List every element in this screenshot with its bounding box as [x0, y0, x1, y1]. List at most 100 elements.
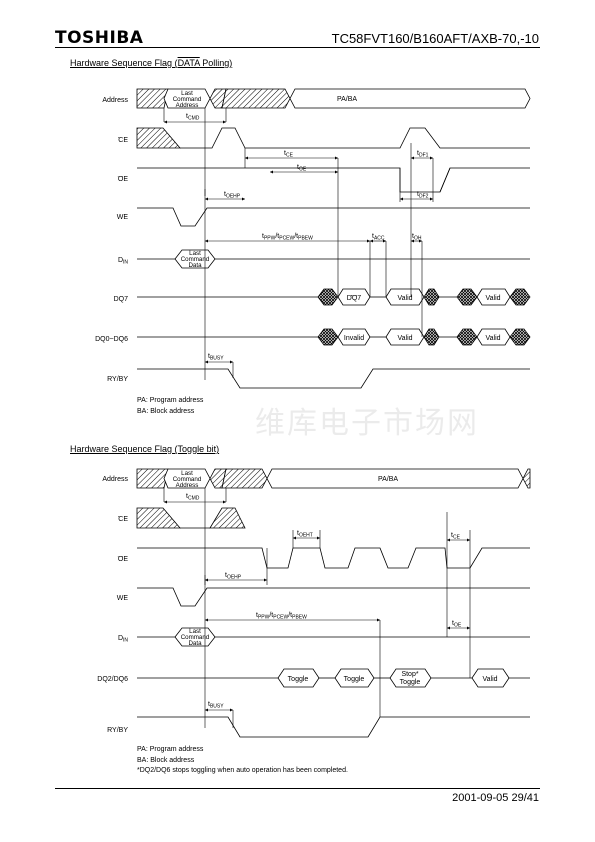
ryby-waveform: [137, 368, 530, 389]
tdf1-label: tDF1: [417, 150, 429, 159]
ce-waveform: [180, 127, 530, 149]
tppw-label: tPPW/tPCEW/tPBEW: [262, 233, 313, 242]
signal-by: BY: [119, 376, 129, 383]
ryby2-waveform: [137, 716, 530, 738]
ce2-dontcare-1: [136, 507, 181, 529]
signal2-dq2-dq6: DQ2/DQ6: [97, 676, 128, 683]
diagram2-notes: PA: Program address BA: Block address *D…: [137, 745, 348, 777]
document-id: TC58FVT160/B160AFT/AXB-70,-10: [331, 31, 539, 46]
toh-label: tOH: [412, 233, 422, 242]
watermark: 维库电子市场网: [255, 406, 479, 441]
toe-label: tOE: [297, 164, 307, 173]
note2-ba: BA: Block address: [137, 756, 195, 764]
dq26-toggle-label-2: Toggle: [344, 676, 365, 683]
addr2-dontcare-1: [136, 468, 169, 489]
diagram1-title: Hardware Sequence Flag (DATA Polling): [70, 58, 232, 68]
dq06-trans-2: [423, 328, 440, 346]
toeht-label: tOEHT: [297, 530, 313, 539]
signal-ce: CE: [118, 137, 128, 144]
dq26-toggle-label-1: Toggle: [288, 676, 309, 683]
oe2-waveform: [137, 547, 530, 569]
dq26-stop-label: Stop*: [401, 671, 418, 678]
header-rule: [55, 47, 540, 48]
page-footer: 2001-09-05 29/41: [452, 792, 539, 804]
din2-last-label: Last: [189, 628, 201, 635]
ce-dontcare: [136, 127, 181, 149]
toehp-label: tOEHP: [224, 191, 241, 200]
diagram1-title-prefix: Hardware Sequence Flag (: [70, 58, 178, 68]
addr-dontcare-1: [136, 88, 169, 109]
dq06-valid-label-1: Valid: [397, 335, 412, 342]
signal-din: DIN: [118, 257, 128, 266]
note-ba: BA: Block address: [137, 407, 195, 415]
bus2-command-label: Command: [173, 476, 202, 483]
signal-dq7: DQ7: [114, 296, 129, 303]
footer-rule: [55, 788, 540, 789]
dq26-stop-toggle-label: Toggle: [400, 679, 421, 686]
signal2-din: DIN: [118, 635, 128, 644]
signal2-address: Address: [102, 476, 128, 483]
signal2-oe: OE: [118, 556, 128, 563]
tbusy-label: tBUSY: [208, 353, 224, 362]
signal-address: Address: [102, 97, 128, 104]
dq7-valid-label-1: Valid: [397, 295, 412, 302]
diagram1-title-overline: DATA: [177, 58, 200, 68]
signal2-ce: CE: [118, 516, 128, 523]
signal-din-main: D: [118, 257, 123, 264]
diagram1-title-suffix: Polling): [199, 58, 233, 68]
toe2-label: tOE: [452, 620, 462, 629]
tppw2-label: tPPW/tPCEW/tPBEW: [256, 612, 307, 621]
diagram2-title: Hardware Sequence Flag (Toggle bit): [70, 444, 220, 454]
dq7-trans-2: [423, 288, 440, 306]
note2-dq-toggle: *DQ2/DQ6 stops toggling when auto operat…: [137, 767, 348, 774]
signal2-ry-by: RY/BY: [107, 727, 128, 734]
din-last-label: Last: [189, 250, 201, 257]
toshiba-logo: TOSHIBA: [55, 28, 144, 48]
dq7-bar-label: DQ7: [347, 295, 362, 302]
bus-address-label: Address: [176, 102, 199, 109]
oe-waveform: [137, 167, 530, 193]
we-waveform: [137, 207, 530, 227]
dq7-valid-label-2: Valid: [485, 295, 500, 302]
din-data-label: Data: [188, 262, 202, 269]
ce2-dontcare-2: [209, 507, 246, 529]
signal2-we: WE: [117, 595, 129, 602]
addr-dontcare-3: [221, 88, 291, 109]
diagram1-timing: Address CE OE WE DIN DQ7 DQ0~DQ6 RY/BY: [95, 88, 531, 389]
din2-data-label: Data: [188, 640, 202, 647]
tacc-label: tACC: [372, 233, 385, 242]
diagram2-timing: Address CE OE WE DIN DQ2/DQ6 RY/BY: [97, 468, 531, 738]
dq06-trans-1: [317, 328, 339, 346]
din-command-label: Command: [181, 256, 210, 263]
tdf2-label: tDF2: [417, 191, 429, 200]
signal-ry: RY/: [107, 376, 119, 383]
tcmd-label: tCMD: [186, 113, 200, 122]
signal-ry-by: RY/BY: [107, 376, 128, 383]
toehp2-label: tOEHP: [225, 572, 242, 581]
dq06-invalid-label: Invalid: [344, 335, 364, 342]
dq7-trans-4: [509, 288, 531, 306]
bus2-address-label: Address: [176, 482, 199, 489]
dq26-valid-label: Valid: [482, 676, 497, 683]
bus2-pa-ba-label: PA/BA: [378, 476, 398, 483]
we2-waveform: [137, 587, 530, 607]
tce2-label: tCE: [451, 532, 461, 541]
din2-command-label: Command: [181, 634, 210, 641]
tce-label: tCE: [284, 150, 294, 159]
bus-last-label: Last: [181, 90, 193, 97]
tbusy2-label: tBUSY: [208, 701, 224, 710]
signal-dq0-dq6: DQ0~DQ6: [95, 336, 128, 343]
dq7-trans-1: [317, 288, 339, 306]
note-pa: PA: Program address: [137, 397, 204, 404]
dq7-trans-3: [456, 288, 478, 306]
addr-pa-ba: [289, 88, 531, 109]
dq06-trans-3: [456, 328, 478, 346]
dq06-valid-label-2: Valid: [485, 335, 500, 342]
note2-pa: PA: Program address: [137, 746, 204, 753]
addr2-dontcare-3: [221, 468, 268, 489]
bus-pa-ba-label: PA/BA: [337, 96, 357, 103]
tcmd2-label: tCMD: [186, 493, 200, 502]
signal-oe: OE: [118, 176, 128, 183]
bus2-last-label: Last: [181, 470, 193, 477]
signal-we: WE: [117, 214, 129, 221]
